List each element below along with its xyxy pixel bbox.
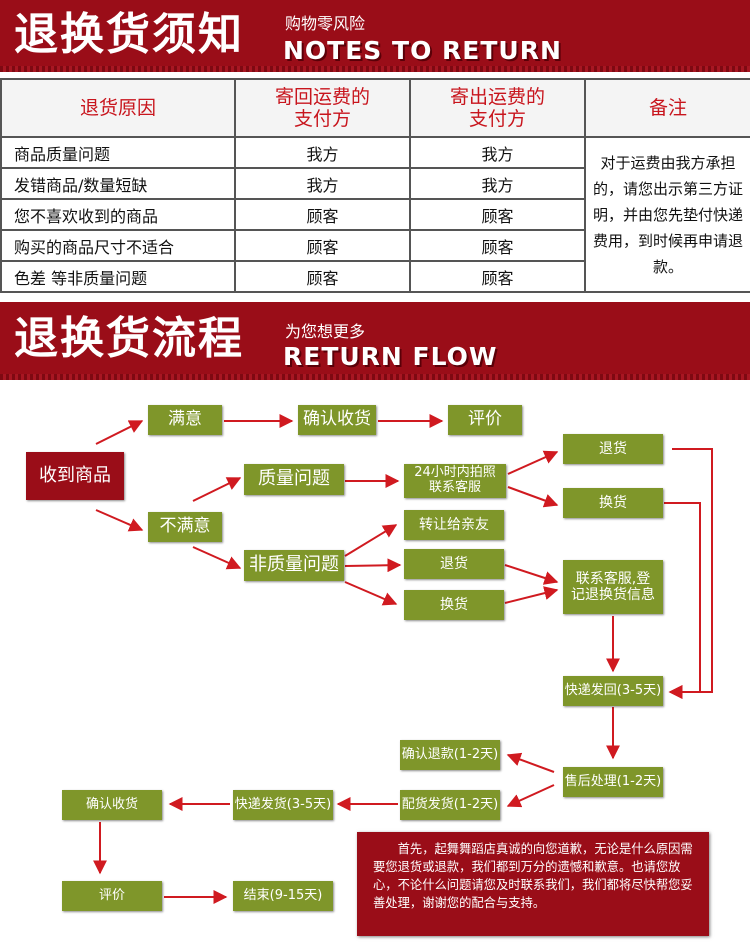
banner-stripe [0,66,750,72]
arrow [506,784,555,808]
quality-issue-node: 质量问题 [244,464,344,495]
review-node: 评价 [448,405,522,435]
send-payer-cell: 顾客 [409,260,586,293]
send-payer-cell: 顾客 [409,198,586,231]
confirm-receipt-node: 确认收货 [298,405,376,435]
dispatch-node: 配货发货(1-2天) [400,790,500,820]
banner-stripe [0,374,750,380]
satisfied-node: 满意 [148,405,222,435]
arrow [95,509,144,532]
remark-cell: 对于运费由我方承担的，请您出示第三方证明，并由您先垫付快递费用，到时候再申请退款… [584,136,750,293]
express-send-node: 快递发货(3-5天) [233,790,333,820]
return-payer-cell: 顾客 [234,229,411,262]
reason-cell: 发错商品/数量短缺 [0,167,236,200]
express-back-node: 快递发回(3-5天) [563,676,663,706]
exchange-node-b: 换货 [404,590,504,620]
table-row: 发错商品/数量短缺 我方 我方 [0,167,750,200]
arrow [192,546,242,570]
after-sales-node: 售后处理(1-2天) [563,767,663,797]
table-row: 您不喜欢收到的商品 顾客 顾客 [0,198,750,231]
arrow [344,581,398,606]
notes-title: 退换货须知 [14,9,244,60]
non-quality-issue-node: 非质量问题 [244,550,344,581]
flow-title: 退换货流程 [14,313,244,364]
reason-cell: 购买的商品尺寸不适合 [0,229,236,262]
review-node-2: 评价 [62,881,162,911]
send-payer-cell: 我方 [409,136,586,169]
return-payer-cell: 我方 [234,136,411,169]
notes-subtitle: 购物零风险 [285,14,366,33]
contact-24h-node: 24小时内拍照联系客服 [404,464,506,498]
header-reason: 退货原因 [0,78,236,138]
header-return-payer: 寄回运费的 支付方 [234,78,411,138]
return-notes-table: 退货原因 寄回运费的 支付方 寄出运费的 支付方 备注 商品质量问题 我方 我方… [0,78,750,293]
table-row: 购买的商品尺寸不适合 顾客 顾客 [0,229,750,262]
reason-cell: 商品质量问题 [0,136,236,169]
contact-register-node: 联系客服,登记退换货信息 [563,560,663,614]
unsatisfied-node: 不满意 [148,512,222,542]
flow-banner: 退换货流程 为您想更多 RETURN FLOW [0,302,750,380]
flow-title-en: RETURN FLOW [283,342,498,371]
send-payer-cell: 顾客 [409,229,586,262]
arrow [504,586,559,604]
arrow [668,448,713,699]
return-node-a: 退货 [563,434,663,464]
table-row: 商品质量问题 我方 我方 对于运费由我方承担的，请您出示第三方证明，并由您先垫付… [0,136,750,293]
notes-title-en: NOTES TO RETURN [283,36,562,65]
notes-banner: 退换货须知 购物零风险 NOTES TO RETURN [0,0,750,72]
arrow [95,420,144,445]
reason-cell: 色差 等非质量问题 [0,260,236,293]
transfer-friend-node: 转让给亲友 [404,510,504,540]
header-send-payer: 寄出运费的 支付方 [409,78,586,138]
flow-subtitle: 为您想更多 [285,322,366,341]
arrow [664,502,701,699]
arrow [504,564,559,585]
table-header-row: 退货原因 寄回运费的 支付方 寄出运费的 支付方 备注 [0,78,750,138]
confirm-receipt-node-2: 确认收货 [62,790,162,820]
exchange-node-a: 换货 [563,488,663,518]
confirm-refund-node: 确认退款(1-2天) [400,740,500,770]
arrow [507,450,559,475]
table-row: 色差 等非质量问题 顾客 顾客 [0,260,750,293]
arrow [192,477,242,502]
arrow [507,486,559,508]
return-payer-cell: 顾客 [234,198,411,231]
send-payer-cell: 我方 [409,167,586,200]
return-payer-cell: 顾客 [234,260,411,293]
apology-notice: 首先，起舞舞蹈店真诚的向您道歉，无论是什么原因需要您退货或退款，我们都到万分的遗… [357,832,709,936]
reason-cell: 您不喜欢收到的商品 [0,198,236,231]
arrow [506,752,555,773]
header-remark: 备注 [584,78,750,138]
received-goods-node: 收到商品 [26,452,124,500]
end-node: 结束(9-15天) [233,881,333,911]
return-node-b: 退货 [404,549,504,579]
arrow [344,524,398,557]
arrow [344,558,402,573]
return-payer-cell: 我方 [234,167,411,200]
